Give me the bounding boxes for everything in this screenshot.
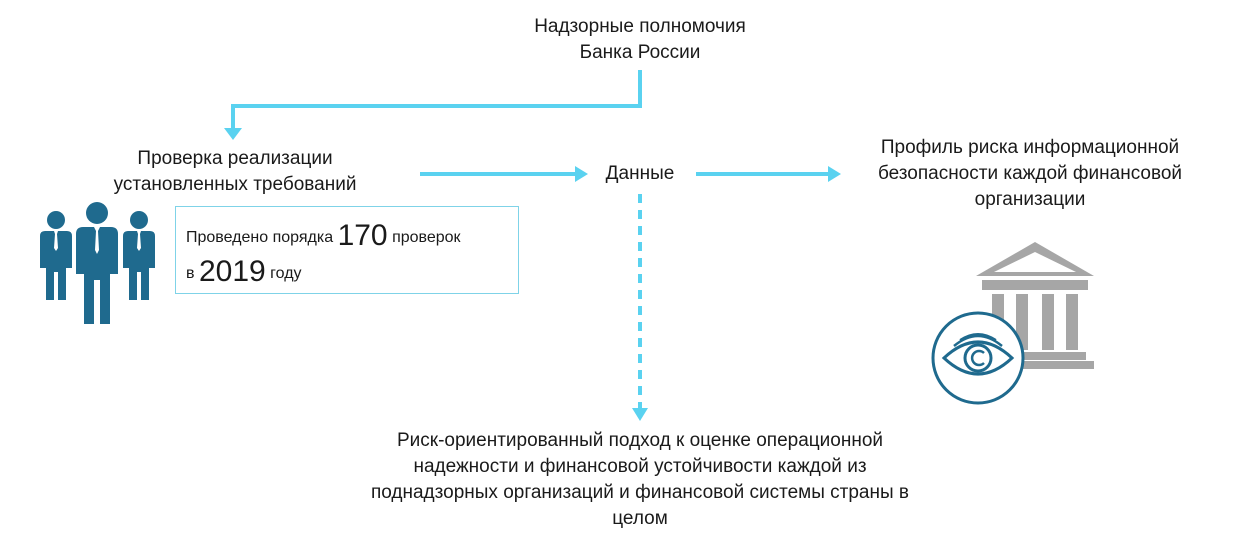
risk-profile-line2: безопасности каждой финансовой [877,163,1183,184]
supervisory-powers-node: Надзорные полномочия Банка России [470,14,810,66]
risk-approach-line4: целом [612,508,668,529]
inspections-word: проверок [392,229,461,246]
inspections-info-box: Проведено порядка 170 проверок в 2019 го… [175,206,519,294]
eye-icon [931,311,1025,405]
requirements-check-line2: установленных требований [113,174,357,195]
people-group-icon [40,202,155,324]
requirements-check-line1: Проверка реализации [137,148,333,169]
risk-approach-line3: поднадзорных организаций и финансовой си… [370,482,910,503]
risk-approach-node: Риск-ориентированный подход к оценке опе… [320,428,960,532]
risk-approach-line2: надежности и финансовой устойчивости каж… [413,456,867,477]
risk-profile-line3: организации [974,189,1086,210]
supervisory-powers-line1: Надзорные полномочия [534,16,746,37]
arrow-top-to-check [231,70,642,128]
year-suffix: году [270,265,302,282]
supervisory-powers-line2: Банка России [579,42,701,63]
requirements-check-node: Проверка реализации установленных требов… [80,146,390,198]
inspections-year-line: в 2019 году [186,255,518,291]
inspections-year: 2019 [198,255,266,288]
year-prefix: в [186,265,195,282]
inspections-count-line: Проведено порядка 170 проверок [186,219,518,255]
risk-profile-node: Профиль риска информационной безопасност… [840,135,1220,213]
risk-approach-line1: Риск-ориентированный подход к оценке опе… [396,430,884,451]
inspections-prefix: Проведено порядка [186,229,334,246]
data-node: Данные [605,163,675,184]
risk-profile-line1: Профиль риска информационной [880,137,1180,158]
inspections-count: 170 [337,219,388,252]
